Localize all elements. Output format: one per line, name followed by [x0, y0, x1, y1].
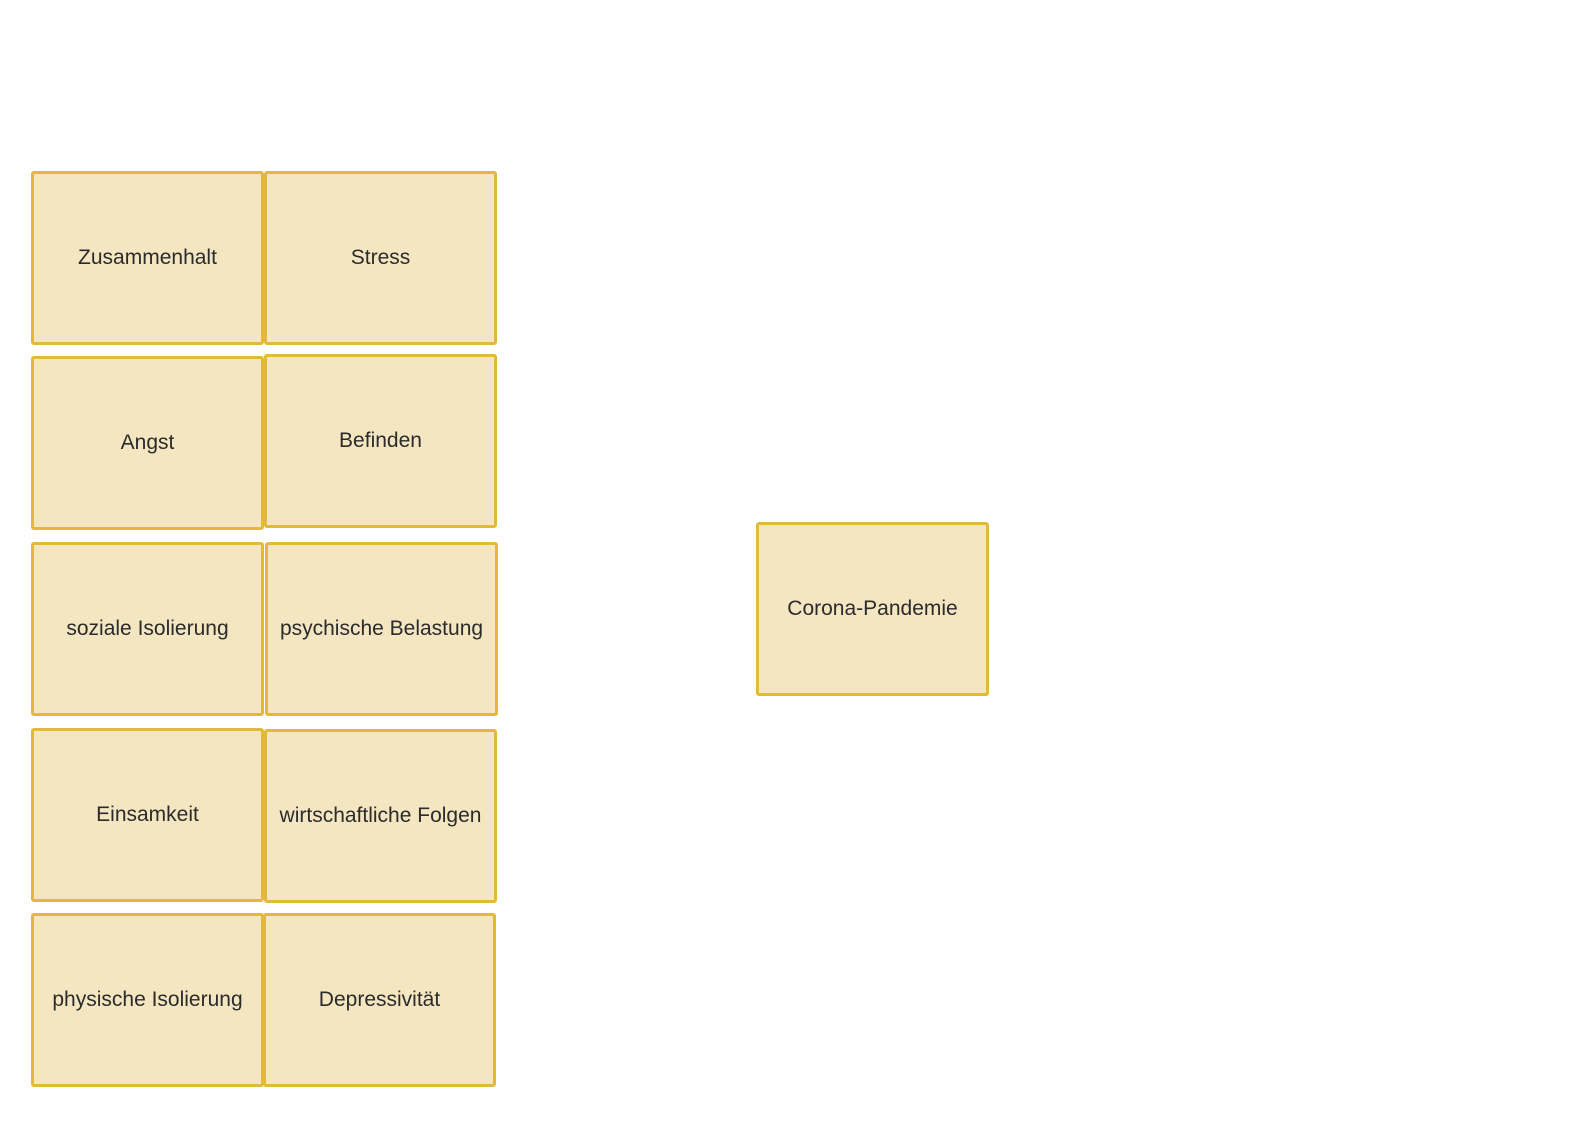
card-stress[interactable]: Stress — [264, 171, 497, 345]
card-label: soziale Isolierung — [66, 617, 229, 640]
card-label: psychische Belastung — [279, 617, 484, 640]
card-label: Befinden — [339, 429, 422, 452]
card-label: wirtschaftliche Folgen — [279, 804, 482, 827]
card-soziale-isolierung[interactable]: soziale Isolierung — [31, 542, 264, 716]
card-zusammenhalt[interactable]: Zusammenhalt — [31, 171, 264, 345]
card-psychische-belastung[interactable]: psychische Belastung — [265, 542, 498, 716]
card-label: physische Isolierung — [52, 988, 243, 1011]
central-card-label: Corona-Pandemie — [787, 597, 958, 620]
card-wirtschaftliche-folgen[interactable]: wirtschaftliche Folgen — [264, 729, 497, 903]
card-label: Angst — [120, 431, 175, 454]
card-corona-pandemie[interactable]: Corona-Pandemie — [756, 522, 989, 696]
card-befinden[interactable]: Befinden — [264, 354, 497, 528]
card-physische-isolierung[interactable]: physische Isolierung — [31, 913, 264, 1087]
card-label: Zusammenhalt — [78, 246, 217, 269]
card-label: Stress — [350, 246, 411, 269]
card-angst[interactable]: Angst — [31, 356, 264, 530]
card-depressivitaet[interactable]: Depressivität — [263, 913, 496, 1087]
card-label: Einsamkeit — [96, 803, 199, 826]
card-label: Depressivität — [318, 988, 441, 1011]
card-einsamkeit[interactable]: Einsamkeit — [31, 728, 264, 902]
